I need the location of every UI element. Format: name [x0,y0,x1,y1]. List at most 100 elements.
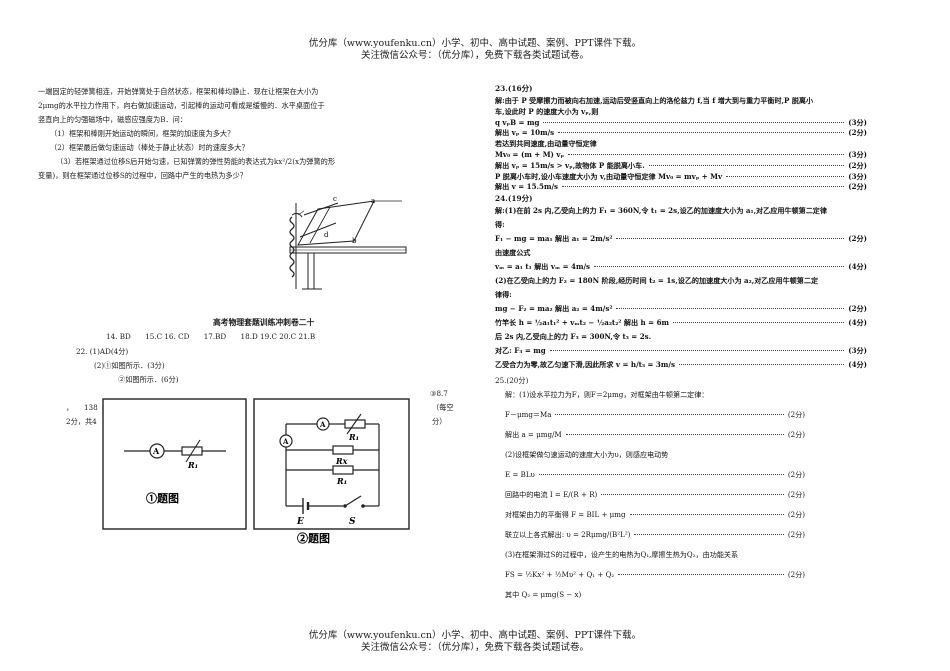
dot-leader [568,153,845,155]
dot-leader [678,364,845,365]
q23-solution: 解:由于 P 受摩擦力而被向右加速,运动后受竖直向上的洛伦兹力 f,当 f 增大… [495,96,867,193]
q24-line: vₘ = a₁ t₁ 解出 vₘ = 4m/s(4分) [495,262,867,276]
q25-line-text: (2)设框架做匀速运动的速度大小为υ，则感应电动势 [505,450,669,459]
q25-line-text: E = BLυ [505,470,535,479]
q24-line: 后 2s 内,乙受向上的力 F₃ = 300N,令 t₃ = 2s. [495,332,867,346]
q24-line-text: (2)在乙受向上的力 F₂ = 180N 阶段,经历时间 t₂ = 1s,设乙的… [495,276,819,285]
q22-side-left-2: 2分，共4 [66,417,97,426]
q23-line: Mv₀ = (m + M) vₚ(3分) [495,150,867,161]
dot-leader [558,132,845,134]
q25-line-score: (2分) [787,570,805,579]
q25-line: 解出 a = μmg/M (2分) [505,430,805,450]
q23-line: 解出 vₚ = 15m/s > vₚ,故物体 P 能脱离小车.(2分) [495,161,867,172]
q24-line: 律得: [495,290,867,304]
q25-line: FS = ½Kx² + ½Mυ² + Q₁ + Q₂ (2分) [505,570,805,590]
label-d: d [324,231,329,239]
q24-line: 竹竿长 h = ½a₁t₁² + vₘt₂ − ½a₂t₂² 解出 h = 6m… [495,318,867,332]
q24-line-text: 乙受合力为零,故乙匀速下滑,因此所求 v = h/t₃ = 3m/s [495,360,675,369]
q23-line-text: q vₚB = mg [495,117,540,127]
s-label: S [349,517,356,527]
dot-leader [634,534,784,535]
q24-line-text: 后 2s 内,乙受向上的力 F₃ = 300N,令 t₃ = 2s. [495,332,652,341]
q24-line: F₁ − mg = ma₁ 解出 a₁ = 2m/s² (2分) [495,234,867,248]
q24-line-score: (2分) [848,234,867,243]
q24-line: 由速度公式 [495,248,867,262]
q25-line: 对框架由力的平衡得 F = BIL + μmg(2分) [505,510,805,530]
q23-line: P 脱离小车时,设小车速度大小为 v,由动量守恒定律 Mv₀ = mvₚ + M… [495,172,867,183]
q25-line-text: 其中 Q₂ = μmg(S − x) [505,590,582,599]
label-c: c [333,195,337,203]
q22-side-right-2: （每空 [432,403,454,412]
q24-line-text: 得: [495,220,505,229]
q23-line: 解出 vₚ = 10m/s(2分) [495,128,867,139]
dot-leader [555,414,784,415]
r1-lower-label: R₁ [336,476,347,486]
q24-title: 24.(19分) [495,194,533,203]
rheostat-icon [181,446,203,456]
q23-line-score: (2分) [848,160,867,170]
dot-leader [616,238,845,239]
q25-line-score: (2分) [787,430,805,439]
q23-line-text: 解出 vₚ = 10m/s [495,128,555,138]
resistor-rx-icon [332,445,354,455]
ammeter-a-label: A [319,420,326,429]
question-3-line-1: （3）若框架通过位移S后开始匀速，已知弹簧的弹性势能的表达式为kx²/2(x为弹… [56,157,336,166]
q24-line: 解:(1)在前 2s 内,乙受向上的力 F₁ = 360N,令 t₁ = 2s,… [495,206,867,220]
q24-solution: 解:(1)在前 2s 内,乙受向上的力 F₁ = 360N,令 t₁ = 2s,… [495,206,867,374]
q22-part-1: 22. (1)AD(4分) [76,347,129,356]
q24-line-text: F₁ − mg = ma₁ 解出 a₁ = 2m/s² [495,234,613,243]
q23-line-score: (3分) [848,149,867,159]
header-line-1: 优分库（www.youfenku.cn）小学、初中、高中试题、案例、PPT课件下… [308,38,642,49]
dot-leader [618,574,784,575]
intro-line-3: 竖直向上的匀强磁场中，磁感应强度为B．问： [38,115,188,124]
question-3-line-2: 变量)，则在框架通过位移S的过程中，回路中产生的电热为多少？ [38,171,247,180]
intro-line-2: 2μmg的水平拉力作用下，向右做加速运动，引起棒的运动可看成是缓慢的．水平桌面位… [38,101,325,110]
switch-icon [344,495,362,507]
rx-label: Rx [335,456,348,466]
q25-line-score: (2分) [787,410,805,419]
q24-line: 乙受合力为零,故乙匀速下滑,因此所求 v = h/t₃ = 3m/s (4分) [495,360,867,374]
dot-leader [629,514,784,515]
q25-line-text: F－μmg＝Ma [505,410,552,419]
q23-line-text: 车,设此时 P 的速度大小为 vₚ,则 [495,106,599,116]
q25-line-score: (2分) [787,530,805,539]
figure-2-caption: ②题图 [297,531,330,545]
question-2: （2）框架最后做匀速运动（棒处于静止状态）时的速度多大？ [50,143,249,152]
q24-line-score: (3分) [848,346,867,355]
dot-leader [543,121,845,123]
q24-line-score: (4分) [848,318,867,327]
intro-line-1: 一端固定的轻弹簧相连，开始弹簧处于自然状态，框架和棒均静止．现在让框架在大小为 [38,87,319,96]
answer-key-title: 高考物理套题训练冲刺卷二十 [213,318,315,327]
q23-line-score: (2分) [848,182,867,192]
q23-line: 解出 v = 15.5m/s (2分) [495,182,867,193]
q25-line-text: (3)在框架滑过S的过程中，设产生的电热为Q₁,摩擦生热为Q₂，由功能关系 [505,550,739,559]
footer-line-2: 关注微信公众号：（优分库），免费下载各类试题试卷。 [360,642,589,653]
q23-line: 若达到共同速度,由动量守恒定律 [495,139,867,150]
q22-part-2-1: (2)①如图所示．(3分) [94,361,165,370]
q25-line-text: 解出 a = μmg/M [505,430,562,439]
figure-1-caption: ①题图 [146,491,179,505]
q23-line: 解:由于 P 受摩擦力而被向右加速,运动后受竖直向上的洛伦兹力 f,当 f 增大… [495,96,867,107]
resistor-r1-icon [332,465,354,475]
q25-line-text: 对框架由力的平衡得 F = BIL + μmg [505,510,626,519]
ammeter-v-label: A [282,437,289,446]
q24-line-text: 对乙: F₃ = mg [495,346,546,355]
q23-line-text: 解出 v = 15.5m/s [495,182,559,192]
r1-top-label: R₁ [348,432,359,442]
q25-line-score: (2分) [787,490,805,499]
circuit-figure-2: A R₁ A Rx R₁ E S ②题图 [253,398,410,545]
dot-leader [562,186,845,188]
q24-line-text: mg − F₂ = ma₂ 解出 a₂ = 4m/s² [495,304,613,313]
q24-line-score: (4分) [848,360,867,369]
q25-line-text: 解：(1)设水平拉力为F，则F＝2μmg，对框架由牛顿第二定律： [505,390,709,399]
label-a: a [371,197,375,205]
resistor-label: R₁ [187,460,198,470]
q25-line-score: (2分) [787,470,805,479]
q24-line-text: 解:(1)在前 2s 内,乙受向上的力 F₁ = 360N,令 t₁ = 2s,… [495,206,827,215]
dot-leader [616,308,845,309]
q25-line-text: 回路中的电流 I = E/(R + R) [505,490,598,499]
q25-line-text: FS = ½Kx² + ½Mυ² + Q₁ + Q₂ [505,570,615,579]
q23-line-text: P 脱离小车时,设小车速度大小为 v,由动量守恒定律 Mv₀ = mvₚ + M… [495,171,723,181]
q25-line: 其中 Q₂ = μmg(S − x) [505,590,805,610]
q25-line: (2)设框架做匀速运动的速度大小为υ，则感应电动势 [505,450,805,470]
